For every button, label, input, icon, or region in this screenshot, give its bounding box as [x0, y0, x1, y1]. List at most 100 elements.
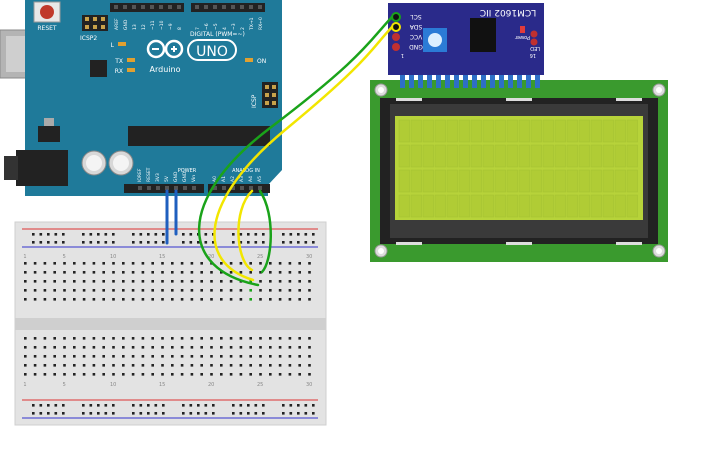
breadboard-hole — [210, 298, 213, 301]
lcd-char-cell — [566, 169, 578, 193]
breadboard-hole — [97, 233, 100, 236]
power-led — [520, 26, 525, 33]
lcd-char-cell — [542, 194, 554, 218]
reset-button[interactable] — [33, 1, 61, 23]
lcd-char-cell — [482, 169, 494, 193]
digital-pin-label: GND — [123, 19, 129, 30]
breadboard-hole — [220, 337, 223, 340]
breadboard-hole — [131, 355, 135, 358]
power-pin-hole — [165, 186, 169, 190]
digital-pin-label: 13 — [132, 24, 138, 30]
breadboard-hole — [161, 364, 164, 367]
breadboard-hole — [147, 241, 150, 244]
lcd-char-cell — [530, 144, 542, 168]
lcd-char-cell — [482, 194, 494, 218]
breadboard-hole — [97, 412, 100, 415]
breadboard-hole — [220, 262, 223, 265]
lcd-char-cell — [590, 119, 602, 143]
lcd-char-cell — [518, 169, 530, 193]
breadboard-hole — [141, 337, 145, 340]
breadboard-hole — [171, 337, 174, 340]
breadboard-hole — [112, 280, 115, 283]
lcd-char-cell — [494, 194, 506, 218]
breadboard-hole — [154, 233, 158, 236]
breadboard-hole — [304, 233, 308, 236]
lcd-char-cell — [494, 169, 506, 193]
breadboard-hole — [249, 337, 252, 340]
column-number-top: 10 — [110, 254, 116, 260]
breadboard-hole — [180, 280, 184, 283]
breadboard-hole — [92, 355, 96, 358]
breadboard-hole — [161, 346, 164, 349]
atmega-chip — [128, 126, 270, 146]
breadboard-hole — [112, 289, 115, 292]
breadboard-hole — [112, 364, 115, 367]
lcd-char-cell — [494, 144, 506, 168]
breadboard-hole — [210, 373, 213, 376]
breadboard-hole — [278, 373, 282, 376]
breadboard-hole — [63, 280, 66, 283]
breadboard-hole — [259, 364, 262, 367]
digital-pin-label: ~10 — [159, 20, 165, 30]
breadboard-hole — [54, 404, 58, 407]
analog-pin-hole — [258, 186, 262, 190]
lcd-char-cell — [530, 194, 542, 218]
breadboard-hole — [308, 289, 311, 292]
digital-pin-hole — [168, 5, 172, 9]
breadboard-hole — [259, 337, 262, 340]
lcd-char-cell — [602, 194, 614, 218]
breadboard-hole — [249, 298, 252, 301]
breadboard-hole — [33, 262, 37, 265]
breadboard-hole — [154, 241, 158, 244]
lcd-char-cell — [626, 169, 638, 193]
column-number-bottom: 30 — [306, 382, 312, 388]
breadboard-hole — [197, 404, 200, 407]
lcd-char-cell — [590, 144, 602, 168]
lcd-char-cell — [626, 119, 638, 143]
breadboard-hole — [102, 346, 105, 349]
breadboard-hole — [112, 373, 115, 376]
breadboard-hole — [63, 262, 66, 265]
lcd-char-cell — [554, 169, 566, 193]
breadboard-hole — [298, 364, 301, 367]
breadboard-hole — [298, 346, 301, 349]
breadboard-hole — [262, 241, 265, 244]
lcd-char-cell — [470, 119, 482, 143]
breadboard-hole — [104, 404, 108, 407]
breadboard-hole — [298, 373, 301, 376]
digital-pin-hole — [231, 5, 235, 9]
breadboard-hole — [249, 373, 252, 376]
power-pin-label: Vin — [191, 175, 197, 182]
lcd-char-cell — [614, 194, 626, 218]
power-pin-hole — [183, 186, 187, 190]
breadboard-hole — [180, 355, 184, 358]
analog-pin-hole — [240, 186, 244, 190]
breadboard-hole — [239, 404, 243, 407]
digital-pin-label: ~9 — [168, 23, 174, 30]
breadboard-hole — [210, 271, 213, 274]
power-pin-label: GND — [173, 171, 179, 182]
lcd-char-cell — [422, 169, 434, 193]
breadboard-hole — [220, 373, 223, 376]
lcd-char-cell — [446, 194, 458, 218]
breadboard-hole — [259, 289, 262, 292]
breadboard-hole — [200, 271, 203, 274]
breadboard-hole — [122, 346, 125, 349]
breadboard-hole — [204, 412, 208, 415]
breadboard-hole — [189, 412, 193, 415]
breadboard-hole — [47, 404, 50, 407]
breadboard-hole — [102, 355, 105, 358]
breadboard-hole — [53, 364, 56, 367]
lcd-char-cell — [458, 144, 470, 168]
l-led — [118, 42, 126, 46]
breadboard-hole — [304, 412, 308, 415]
breadboard-hole — [102, 289, 105, 292]
breadboard-hole — [239, 364, 243, 367]
lcd-char-cell — [446, 144, 458, 168]
breadboard-hole — [104, 233, 108, 236]
breadboard-hole — [288, 337, 292, 340]
breadboard-hole — [180, 271, 184, 274]
lcd-char-cell — [566, 119, 578, 143]
breadboard-hole — [53, 298, 56, 301]
breadboard-hole — [288, 289, 292, 292]
